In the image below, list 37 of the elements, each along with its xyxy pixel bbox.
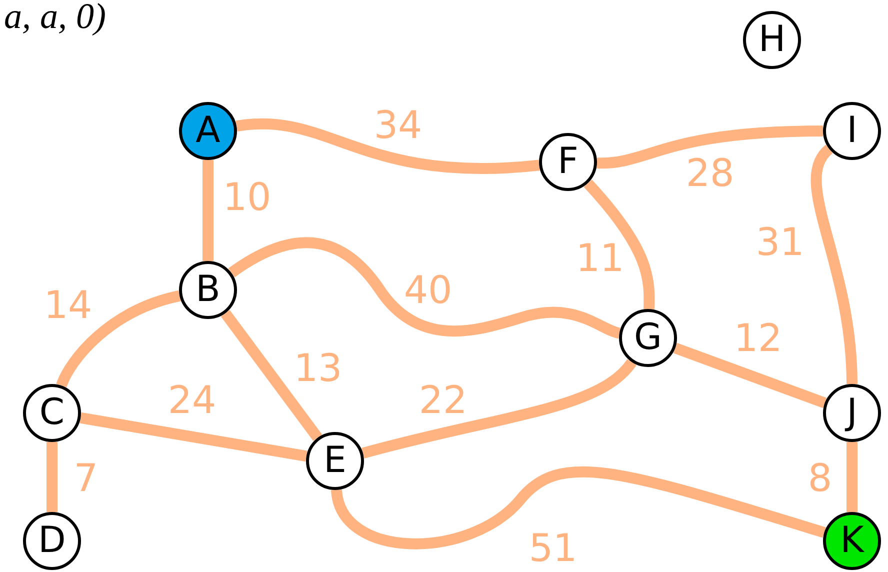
edge-label: 10 [222, 178, 272, 216]
graph-node: E [306, 432, 364, 490]
edge-line [596, 126, 824, 169]
edge-line [673, 342, 827, 408]
edge-label: 12 [734, 319, 782, 357]
edge-label: 34 [374, 106, 422, 144]
edge-line [202, 160, 214, 261]
edge-label: 13 [294, 349, 342, 387]
edge-label: 31 [756, 223, 804, 261]
edge-label: 40 [404, 271, 452, 309]
graph-node: J [823, 384, 881, 442]
formula-text: a, a, 0) [4, 0, 106, 34]
graph-node: A [179, 102, 237, 160]
edge-line [810, 145, 858, 384]
edge-label: 7 [74, 459, 98, 497]
edge-line [236, 118, 540, 174]
edge-label: 28 [686, 154, 734, 192]
edge-label: 11 [576, 239, 624, 277]
edge-label: 24 [168, 381, 216, 419]
edge-label: 14 [44, 286, 92, 324]
graph-node: G [619, 309, 677, 367]
graph-node: H [743, 11, 801, 69]
edge-line [584, 180, 655, 310]
edge-line [46, 442, 58, 512]
graph-node: B [179, 261, 237, 319]
edge-label: 8 [808, 459, 832, 497]
graph-node: F [539, 133, 597, 191]
edge-line [220, 310, 322, 441]
edge-label: 51 [528, 529, 578, 567]
graph-node: C [23, 384, 81, 442]
edge-line [80, 412, 308, 462]
edge-line [846, 442, 858, 512]
edge-line [228, 237, 621, 339]
graph-node: I [823, 102, 881, 160]
graph-node: K [823, 512, 881, 570]
graph-node: D [23, 512, 81, 570]
edge-label: 22 [418, 381, 468, 419]
